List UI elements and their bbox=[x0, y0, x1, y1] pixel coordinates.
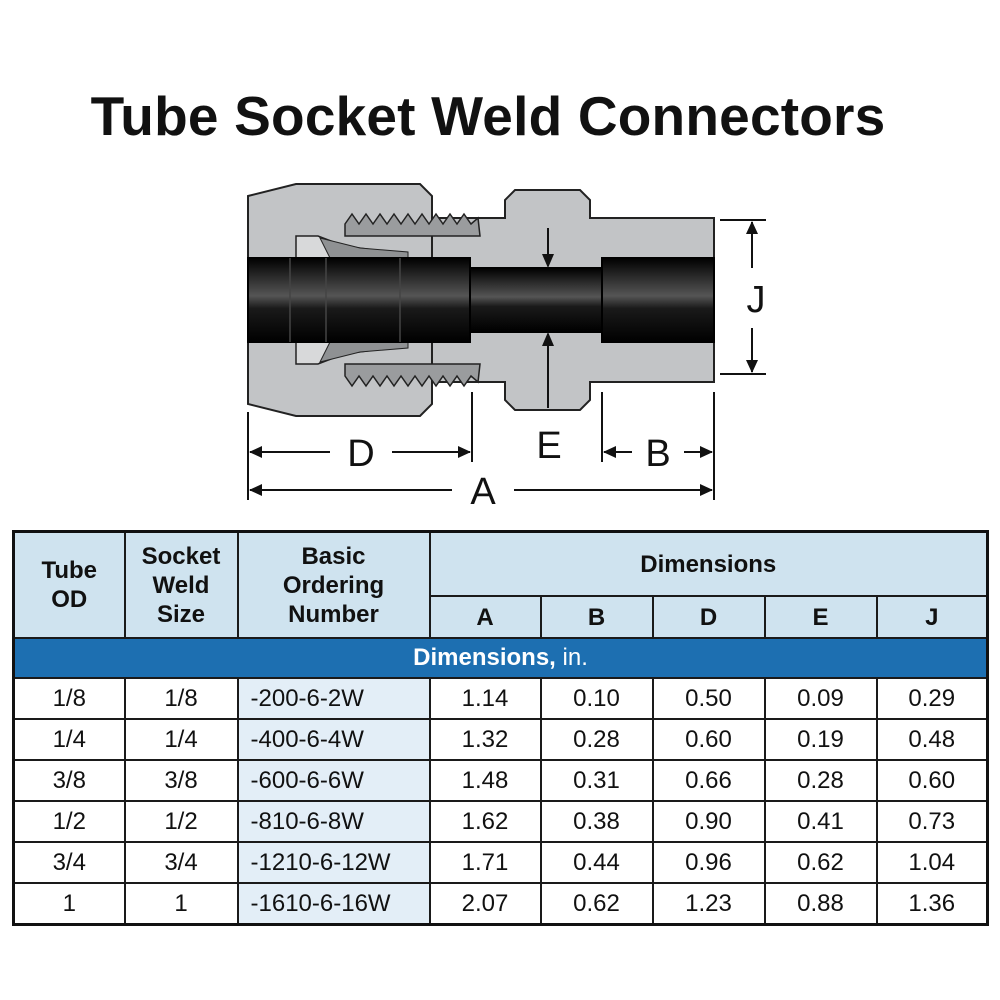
thread-top bbox=[344, 212, 481, 237]
units-band-unit: in. bbox=[562, 644, 588, 671]
cell-a: 2.07 bbox=[428, 882, 542, 926]
cell-e: 0.19 bbox=[763, 718, 878, 761]
cell-j: 0.48 bbox=[875, 718, 989, 761]
cell-a: 1.32 bbox=[428, 718, 542, 761]
cell-e: 0.28 bbox=[763, 759, 878, 802]
label-a: A bbox=[470, 471, 496, 510]
cell-j: 1.36 bbox=[875, 882, 989, 926]
cell-d: 0.50 bbox=[651, 677, 766, 720]
cell-j: 1.04 bbox=[875, 841, 989, 884]
cell-tube-od: 1/8 bbox=[12, 677, 126, 720]
dimensions-table: Tube OD Socket Weld Size Basic Ordering … bbox=[12, 530, 990, 926]
cell-d: 0.66 bbox=[651, 759, 766, 802]
cell-e: 0.41 bbox=[763, 800, 878, 843]
units-band: Dimensions, in. bbox=[12, 637, 989, 679]
label-j: J bbox=[747, 279, 766, 321]
cell-b: 0.28 bbox=[539, 718, 654, 761]
ferrule-cone-top bbox=[319, 237, 409, 259]
connector-cross-section-diagram: J D E B A bbox=[247, 183, 766, 510]
cell-d: 0.90 bbox=[651, 800, 766, 843]
header-dim-j: J bbox=[875, 595, 989, 639]
tube bbox=[247, 257, 471, 343]
cell-b: 0.38 bbox=[539, 800, 654, 843]
cell-j: 0.60 bbox=[875, 759, 989, 802]
header-tube-od: Tube OD bbox=[12, 530, 126, 639]
cell-tube-od: 1/2 bbox=[12, 800, 126, 843]
header-socket-weld-size: Socket Weld Size bbox=[123, 530, 239, 639]
cell-a: 1.14 bbox=[428, 677, 542, 720]
cell-ordering-number: -1610-6-16W bbox=[236, 882, 431, 926]
cell-ordering-number: -600-6-6W bbox=[236, 759, 431, 802]
cell-b: 0.10 bbox=[539, 677, 654, 720]
header-basic-ordering-number: Basic Ordering Number bbox=[236, 530, 431, 639]
cell-d: 1.23 bbox=[651, 882, 766, 926]
cell-ordering-number: -810-6-8W bbox=[236, 800, 431, 843]
through-bore bbox=[469, 267, 603, 333]
header-dim-e: E bbox=[763, 595, 878, 639]
dimension-d bbox=[249, 446, 471, 458]
cell-j: 0.29 bbox=[875, 677, 989, 720]
dimension-a bbox=[249, 484, 713, 496]
dimension-e bbox=[542, 228, 554, 408]
cell-a: 1.71 bbox=[428, 841, 542, 884]
socket-bore bbox=[601, 257, 715, 343]
cell-ordering-number: -1210-6-12W bbox=[236, 841, 431, 884]
header-dim-b: B bbox=[539, 595, 654, 639]
cell-b: 0.31 bbox=[539, 759, 654, 802]
label-b: B bbox=[645, 433, 670, 475]
header-dim-d: D bbox=[651, 595, 766, 639]
cell-j: 0.73 bbox=[875, 800, 989, 843]
cell-socket-weld-size: 3/4 bbox=[123, 841, 239, 884]
cell-socket-weld-size: 3/8 bbox=[123, 759, 239, 802]
cell-socket-weld-size: 1/2 bbox=[123, 800, 239, 843]
ferrule-cone-bottom bbox=[319, 341, 409, 363]
cell-b: 0.62 bbox=[539, 882, 654, 926]
cell-a: 1.48 bbox=[428, 759, 542, 802]
cell-e: 0.09 bbox=[763, 677, 878, 720]
units-band-label: Dimensions, bbox=[413, 644, 556, 671]
cell-tube-od: 1/4 bbox=[12, 718, 126, 761]
cell-tube-od: 1 bbox=[12, 882, 126, 926]
cell-ordering-number: -400-6-4W bbox=[236, 718, 431, 761]
page-title: Tube Socket Weld Connectors bbox=[90, 85, 886, 147]
header-dim-a: A bbox=[428, 595, 542, 639]
dimension-b bbox=[603, 446, 713, 458]
cell-tube-od: 3/8 bbox=[12, 759, 126, 802]
cell-a: 1.62 bbox=[428, 800, 542, 843]
thread-bottom bbox=[344, 363, 481, 388]
cell-ordering-number: -200-6-2W bbox=[236, 677, 431, 720]
cell-socket-weld-size: 1 bbox=[123, 882, 239, 926]
cell-socket-weld-size: 1/4 bbox=[123, 718, 239, 761]
dimension-j bbox=[720, 219, 766, 375]
cell-b: 0.44 bbox=[539, 841, 654, 884]
cell-d: 0.60 bbox=[651, 718, 766, 761]
cell-d: 0.96 bbox=[651, 841, 766, 884]
cell-tube-od: 3/4 bbox=[12, 841, 126, 884]
label-d: D bbox=[347, 433, 374, 475]
label-e: E bbox=[536, 425, 561, 467]
header-dimensions: Dimensions bbox=[428, 530, 989, 597]
cell-socket-weld-size: 1/8 bbox=[123, 677, 239, 720]
cell-e: 0.62 bbox=[763, 841, 878, 884]
cell-e: 0.88 bbox=[763, 882, 878, 926]
